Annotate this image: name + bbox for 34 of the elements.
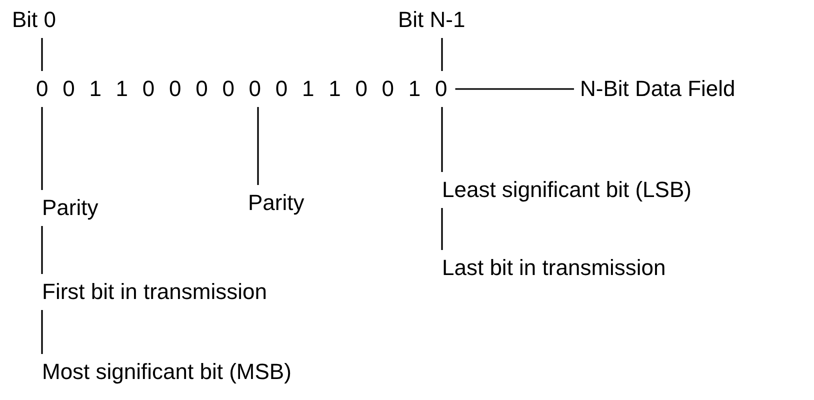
leader-line bbox=[41, 38, 43, 71]
bit-label: Bit N-1 bbox=[398, 8, 466, 32]
bit-digit: 0 bbox=[169, 77, 182, 101]
bit-digit: 0 bbox=[275, 77, 288, 101]
parity-label: Parity bbox=[42, 196, 98, 220]
bit-digit: 0 bbox=[355, 77, 368, 101]
bit-digit: 0 bbox=[248, 77, 262, 101]
annotation-label: First bit in transmission bbox=[42, 280, 267, 304]
bit-digit: 1 bbox=[408, 77, 421, 101]
annotation-label: Last bit in transmission bbox=[442, 256, 666, 280]
leader-line bbox=[441, 208, 443, 250]
annotation-label: Most significant bit (MSB) bbox=[42, 360, 292, 384]
leader-line bbox=[41, 310, 43, 354]
bit-digit: 0 bbox=[382, 77, 394, 101]
leader-line bbox=[441, 107, 443, 172]
bit-digit: 0 bbox=[222, 77, 234, 101]
bit-digit: 1 bbox=[328, 77, 341, 101]
bit-digit: 1 bbox=[302, 77, 314, 101]
annotation-label: Least significant bit (LSB) bbox=[442, 178, 692, 202]
leader-line bbox=[41, 107, 43, 190]
bit-digit: 0 bbox=[435, 77, 448, 101]
leader-line bbox=[41, 226, 43, 274]
bit-digit: 1 bbox=[116, 77, 128, 101]
field-label: N-Bit Data Field bbox=[580, 77, 736, 101]
leader-line bbox=[441, 38, 443, 71]
leader-line bbox=[257, 107, 259, 185]
bit-label: Bit 0 bbox=[12, 8, 56, 32]
leader-line bbox=[455, 88, 574, 90]
bit-digit: 0 bbox=[62, 77, 75, 101]
parity-label: Parity bbox=[248, 191, 304, 215]
bit-digit: 0 bbox=[196, 77, 208, 101]
bit-digit: 1 bbox=[89, 77, 102, 101]
bit-digit: 0 bbox=[36, 77, 48, 101]
bit-digit: 0 bbox=[142, 77, 155, 101]
